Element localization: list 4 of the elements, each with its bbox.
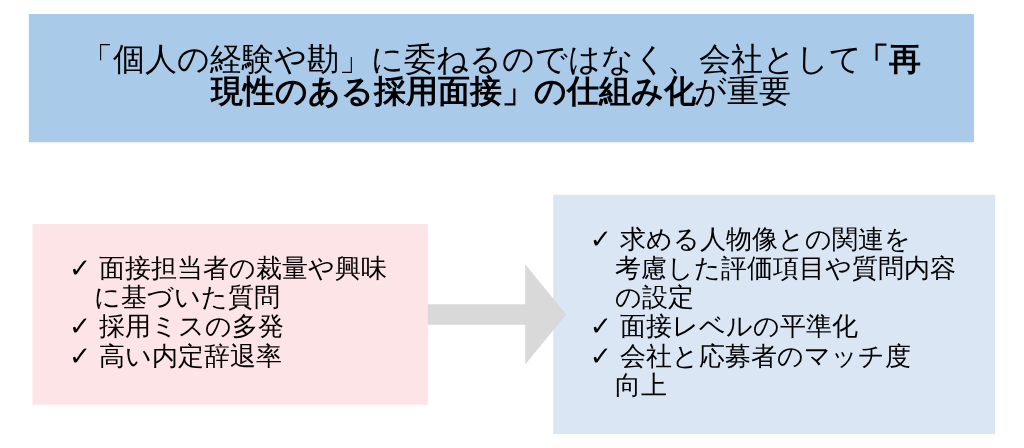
node-box: ✓ 求める人物像との関連を考慮した評価項目や質問内容の設定 ✓ 面接レベルの平準化 ✓ 会社と応募者のマッチ度向上	[553, 194, 996, 435]
node-box: 「個人の経験や勘」に委ねるのではなく、会社として「再現性のある採用面接」の仕組み化が重要	[28, 13, 974, 143]
node-box: ✓ 面接担当者の裁量や興味に基づいた質問 ✓ 採用ミスの多発 ✓ 高い内定辞退率	[32, 224, 428, 405]
arrow	[427, 264, 567, 365]
